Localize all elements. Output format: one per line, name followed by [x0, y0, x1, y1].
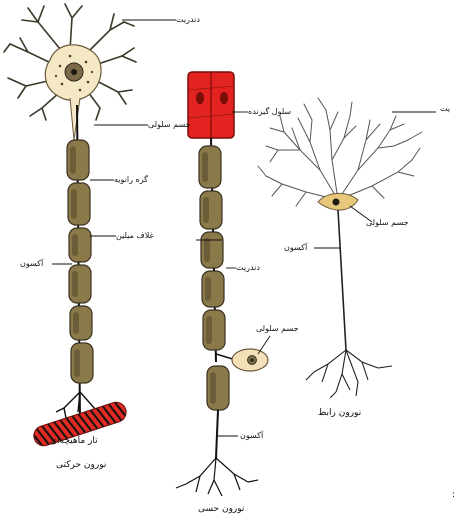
caption-sensory-neuron: نورون حسی [198, 504, 244, 515]
label-inter-cell-body: جسم سلولی [366, 218, 409, 228]
sensory-myelin-sheath [199, 146, 229, 410]
label-motor-node: گره رانویه [114, 175, 148, 185]
label-motor-myelin: غلاف میلین [116, 231, 154, 241]
caption-motor-neuron: نورون حرکتی [56, 460, 106, 471]
receptor-cell [188, 72, 234, 138]
label-inter-dendrite: یت [440, 104, 450, 114]
label-sensory-dendrite: دندریت [236, 263, 260, 273]
label-sensory-axon: آکسون [240, 431, 263, 441]
label-motor-dendrite: دندریت [176, 15, 200, 25]
label-muscle-fiber: تار ماهیچه‌ای [50, 436, 98, 447]
label-motor-axon: آکسون [20, 259, 43, 269]
label-inter-axon: آکسون [284, 243, 307, 253]
label-motor-cell-body: جسم سلولی [148, 120, 191, 130]
label-receptor-cell: سلول گیرنده [248, 107, 291, 117]
label-sensory-cell-body: جسم سلولی [256, 324, 299, 334]
leader-lines [52, 20, 436, 436]
caption-interneuron: نورون رابط [318, 408, 361, 419]
corner-mark: : [452, 490, 455, 501]
motor-myelin-sheath [67, 140, 93, 383]
motor-neuron [4, 4, 136, 448]
